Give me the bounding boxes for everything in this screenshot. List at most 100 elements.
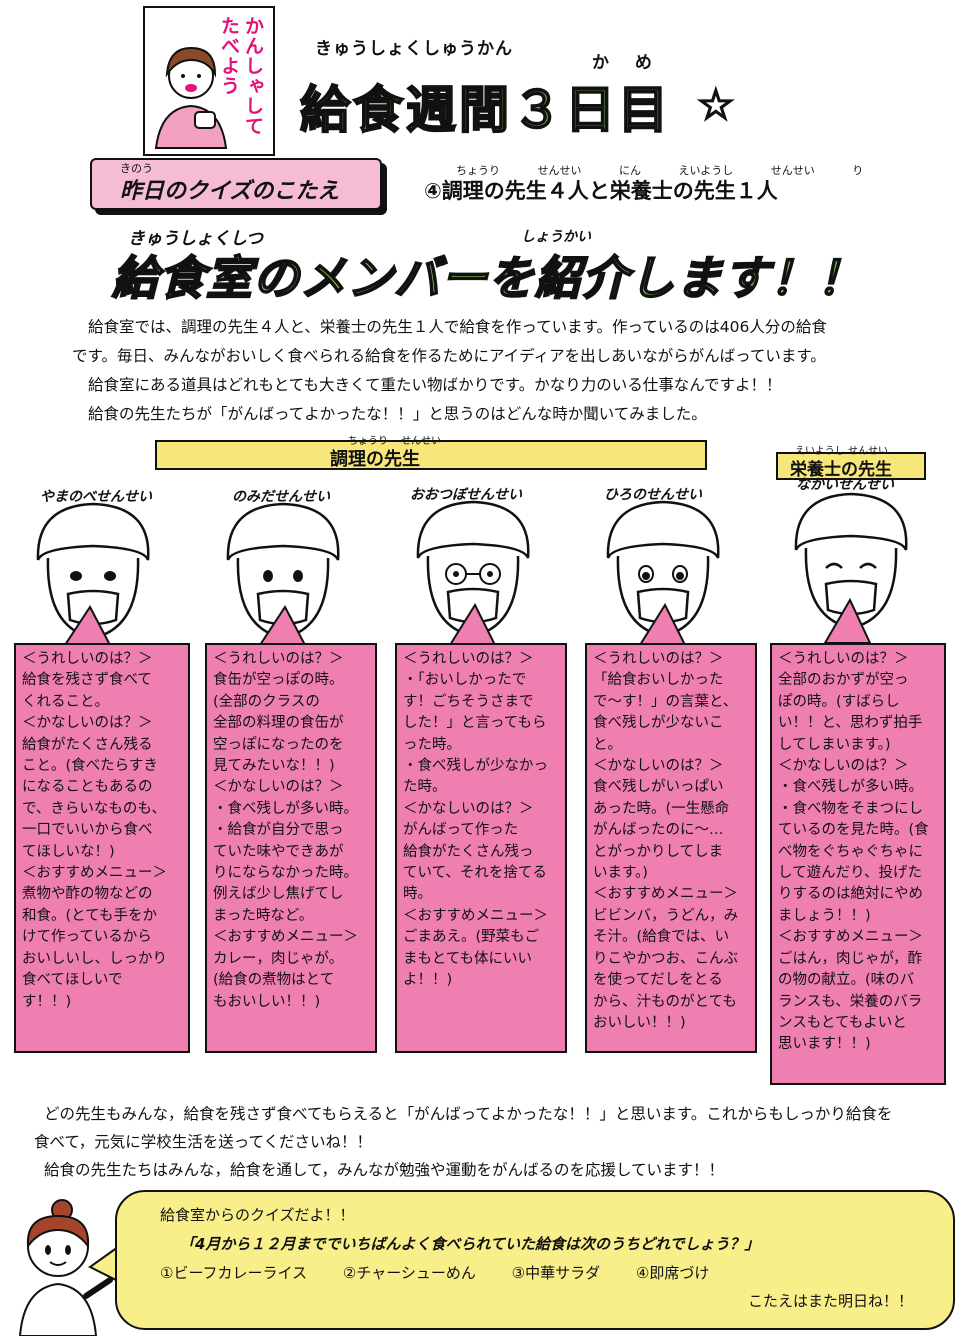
answer-ruby: ちょうり せんせい にん えいようし せんせい り [456,164,864,177]
balloon-line: ビビンバ，うどん，み [593,907,739,924]
balloon-line: りにならなかった時。 [213,865,358,882]
answer-label-ruby: きのう [120,162,153,175]
balloon-line: 空っぽになったのを [213,736,344,753]
intro-line: 給食室では、調理の先生４人と、栄養士の先生１人で給食を作っています。作っているの… [88,318,827,336]
balloon-line: ＜おすすめメニュー＞ [213,929,358,946]
balloon-line: ＜おすすめメニュー＞ [403,907,548,924]
balloon-line: 和食。(とても手をか [22,907,157,924]
balloon-line: い！！と、思わず拍手 [778,715,923,732]
balloon-line: ＜おすすめメニュー＞ [778,929,923,946]
balloon-line: べ物をぐちゃぐちゃに [778,843,923,860]
balloon-line: ごはん，肉じゃが，酢 [778,950,923,967]
teacher-name: ひろのせんせい [604,487,702,503]
intro-text: 給食室では、調理の先生４人と、栄養士の先生１人で給食を作っています。作っているの… [72,313,902,429]
teacher-balloon: ＜うれしいのは？＞ 「給食おいしかった で～す！」の言葉と、 食べ残しが少ないこ… [585,643,757,1053]
cook-ribbon [155,440,707,470]
answer-text: ④調理の先生４人と栄養士の先生１人 [424,179,778,203]
balloon-line: 全部の料理の食缶が [213,715,344,732]
teacher-face-illustration [36,502,150,640]
balloon-line: おいしいし、しっかり [22,950,167,967]
balloon-line: くれること。 [22,693,109,710]
balloon-line: とがっかりしてしま [593,843,724,860]
intro-line: です。毎日、みんながおいしく食べられる給食を作るためにアイディアを出しあいながら… [72,347,826,365]
closing-line: 給食の先生たちはみんな，給食を通して，みんなが勉強や運動をがんばるのを応援してい… [44,1161,724,1179]
balloon-line: りこやかつお、こんぶ [593,950,738,967]
balloon-line: ましょう！！) [778,907,871,924]
balloon-line: もおいしい！！) [213,993,321,1010]
logo-text: かんしゃしてたべよう [218,16,264,136]
teacher-name: おおつぼせんせい [410,487,522,503]
balloon-text: ＜うれしいのは？＞ 「給食おいしかった で～す！」の言葉と、 食べ残しが少ないこ… [587,645,755,1038]
balloon-line: けて作っているから [22,929,152,946]
balloon-line: す！！) [22,993,72,1010]
balloon-line: った時。 [403,736,461,753]
quiz-option: ④即席づけ [635,1264,710,1282]
nutrition-ribbon-ruby: えいようし せんせい [795,446,888,457]
logo-box: かんしゃしてたべよう [143,6,275,156]
title-ruby-2: か め [592,53,652,73]
balloon-line: こと。(食べたらすき [22,758,158,775]
cook-ribbon-label: 調理の先生 [330,449,420,470]
balloon-line: 食べ残しがいっぱい [593,779,724,796]
intro-line: 給食室にある道具はどれもとても大きくて重たい物ばかりです。かなり力のいる仕事なん… [88,376,782,394]
heading-ruby-2: しょうかい [521,229,591,245]
closing-line: どの先生もみんな，給食を残さず食べてもらえると「がんばってよかったな！！」と思い… [44,1105,893,1123]
page-heading: 給食室のメンバーを紹介します！！ [111,250,864,306]
balloon-line: た時。 [403,779,447,796]
balloon-line: りするのは絶対にやめ [778,886,923,903]
nutrition-ribbon [776,452,926,480]
balloon-line: 全部のおかずが空っ [778,672,909,689]
quiz-option: ①ビーフカレーライス [160,1264,308,1282]
balloon-line: になることもあるの [22,779,153,796]
main-title: 給食週間３日目 [299,80,671,140]
balloon-line: ＜かなしいのは？＞ [593,758,724,775]
balloon-line: まった時など。 [213,907,314,924]
balloon-line: ＜うれしいのは？＞ [593,651,724,667]
balloon-line: そ汁。(給食では、い [593,929,730,946]
teacher-face-illustration [416,500,530,638]
balloon-line: ・食べ物をそまつにし [778,800,923,817]
balloon-line: を使ってだしをとる [593,972,723,989]
balloon-line: ・給食が自分で思っ [213,822,344,839]
closing-text: どの先生もみんな，給食を残さず食べてもらえると「がんばってよかったな！！」と思い… [34,1100,934,1184]
balloon-line: ・食べ残しが少なかっ [403,758,548,775]
balloon-line: ・食べ残しが多い時。 [778,779,923,796]
quiz-option: ③中華サラダ [511,1264,601,1282]
balloon-line: ＜かなしいのは？＞ [778,758,909,775]
balloon-line: 時。 [403,886,432,903]
answer-label-box: きのう 昨日のクイズのこたえ [90,158,382,210]
teacher-name: のみだせんせい [232,489,330,505]
teacher-name: なかいせんせい [796,477,894,493]
closing-line: 食べて，元気に学校生活を送ってくださいね！！ [34,1133,373,1151]
balloon-line: して遊んだり、投げた [778,865,922,882]
balloon-text: ＜うれしいのは？＞ ・「おいしかったで す！ごちそうさまで した！」と言ってもら… [397,645,565,996]
balloon-line: と。 [593,736,622,753]
balloon-line: 給食がたくさん残る [22,736,153,753]
balloon-line: 食缶が空っぽの時。 [213,672,344,689]
balloon-line: (全部のクラスの [213,693,320,710]
balloon-line: カレー，肉じゃが。 [213,950,344,967]
balloon-line: した！」と言ってもら [403,715,547,732]
quiz-intro: 給食室からのクイズだよ！！ [160,1206,355,1224]
balloon-line: がんばって作った [403,822,519,839]
balloon-line: ＜おすすめメニュー＞ [593,886,738,903]
balloon-line: 例えば少し焦げてし [213,886,344,903]
teacher-balloon: ＜うれしいのは？＞ 全部のおかずが空っ ぽの時。(すばらし い！！と、思わず拍手… [770,643,946,1085]
balloon-line: 見てみたいな！！) [213,758,335,775]
balloon-line: まもとても体にいい [403,950,533,967]
teacher-face-illustration [226,502,340,640]
quiz-box [115,1190,955,1330]
balloon-line: ているのを見た時。(食 [778,822,929,839]
balloon-line: ・「おいしかったで [403,672,527,689]
teacher-balloon: ＜うれしいのは？＞ ・「おいしかったで す！ごちそうさまで した！」と言ってもら… [395,643,567,1053]
balloon-line: ＜うれしいのは？＞ [22,651,153,667]
quiz-note: こたえはまた明日ね！！ [748,1292,914,1310]
balloon-line: 給食を残さず食べて [22,672,152,689]
quiz-option: ②チャーシューめん [342,1264,476,1282]
quiz-options: ①ビーフカレーライス ②チャーシューめん ③中華サラダ ④即席づけ [160,1262,737,1283]
answer-label: 昨日のクイズのこたえ [120,179,340,204]
balloon-line: 食べ残しが少ないこ [593,715,724,732]
cook-ribbon-ruby: ちょうり せんせい [348,436,442,447]
balloon-line: 「給食おいしかった [593,672,724,689]
title-ruby: きゅうしょくしゅうかん [315,39,513,59]
